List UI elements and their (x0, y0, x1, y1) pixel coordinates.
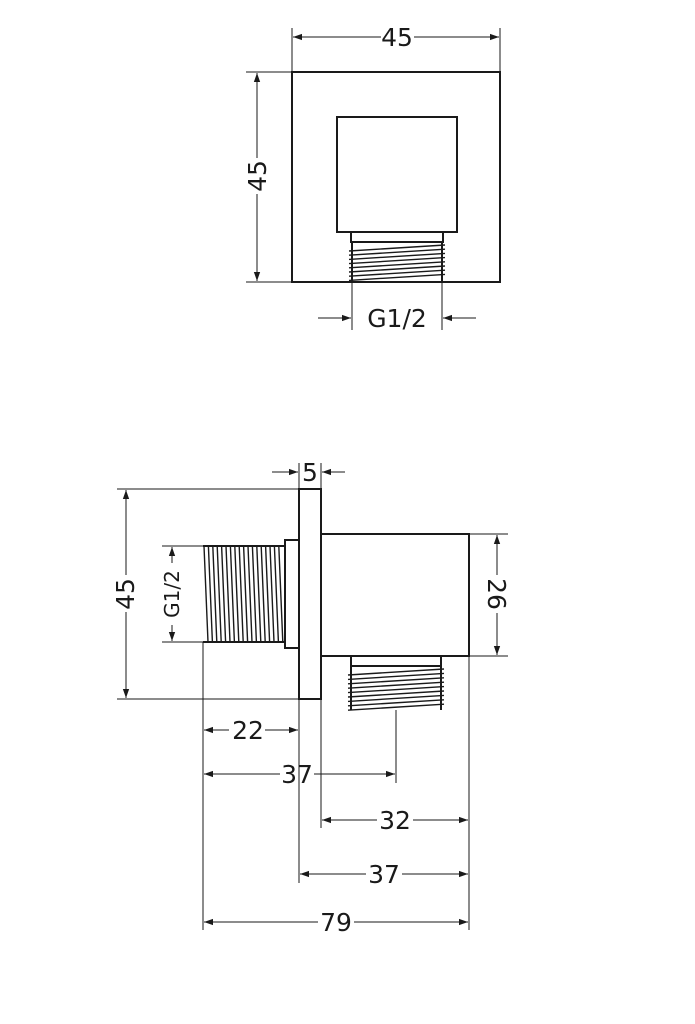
front-width-label: 45 (381, 23, 413, 52)
front-collar (350, 231, 444, 243)
side-total-length-label: 79 (320, 908, 352, 937)
front-thread-label: G1/2 (367, 304, 427, 333)
thread-line (348, 265, 446, 273)
thread-line (347, 668, 445, 676)
thread-line (251, 545, 258, 643)
thread-line (348, 244, 446, 252)
side-body-depth-label: 32 (379, 806, 411, 835)
front-thread (348, 244, 446, 282)
thread-line (238, 545, 244, 643)
side-thread-length-label: 22 (232, 716, 264, 745)
thread-line (347, 694, 445, 703)
side-wall-plate (298, 488, 322, 700)
thread-line (234, 545, 240, 643)
thread-line (220, 545, 227, 643)
thread-line (347, 685, 445, 694)
thread-line (229, 545, 236, 643)
thread-line (347, 690, 445, 698)
thread-line (256, 545, 262, 643)
front-height-label: 45 (243, 160, 272, 192)
thread-line (247, 545, 253, 643)
side-view: 5 45 G1/2 26 22 37 (111, 458, 511, 937)
thread-line (225, 545, 231, 643)
thread-line (216, 545, 222, 643)
side-bottom-collar (350, 655, 442, 667)
front-wall-plate (291, 71, 501, 283)
thread-line (347, 681, 445, 689)
side-plate-to-end-label: 37 (368, 860, 400, 889)
front-view: 45 45 G1/2 (243, 23, 501, 333)
thread-line (242, 545, 249, 643)
thread-line (348, 269, 446, 277)
side-left-thread (203, 545, 284, 643)
thread-line (347, 677, 445, 685)
side-left-collar (284, 539, 300, 649)
thread-line (348, 261, 446, 269)
thread-line (269, 545, 275, 643)
side-height-label: 45 (111, 578, 140, 610)
side-bottom-thread (347, 668, 445, 711)
thread-line (260, 545, 266, 643)
thread-line (348, 248, 446, 256)
thread-line (348, 273, 446, 282)
thread-line (347, 672, 445, 681)
front-body (336, 116, 458, 233)
side-body (320, 533, 470, 657)
thread-line (348, 256, 446, 265)
thread-line (264, 545, 271, 643)
side-thread-label: G1/2 (160, 570, 184, 618)
thread-line (212, 545, 218, 643)
thread-line (273, 545, 280, 643)
thread-line (347, 703, 445, 711)
thread-line (203, 545, 209, 643)
side-body-height-label: 26 (482, 578, 511, 610)
side-outlet-position-label: 37 (281, 760, 313, 789)
thread-line (348, 252, 446, 261)
thread-line (347, 699, 445, 707)
thread-line (278, 545, 284, 643)
thread-line (207, 545, 214, 643)
side-plate-thickness-label: 5 (302, 458, 318, 487)
